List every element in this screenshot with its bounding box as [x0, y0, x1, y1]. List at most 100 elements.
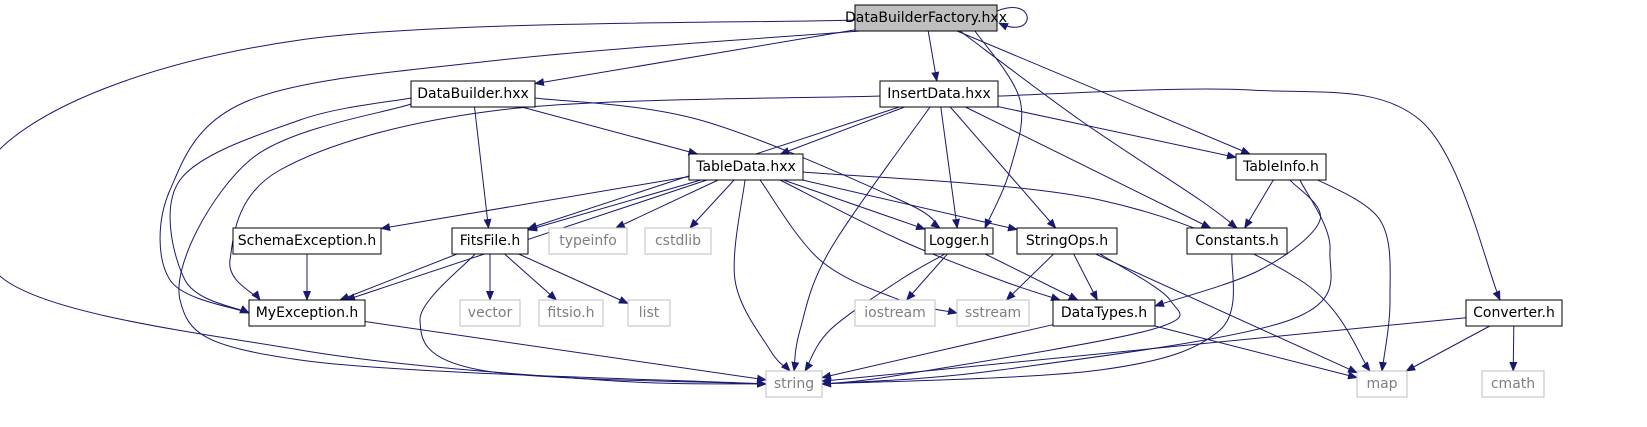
node-box-insertdata [879, 80, 999, 108]
edge-databuilder-to-myexception [169, 97, 412, 314]
node-sstream: sstream [956, 299, 1030, 327]
node-box-cmath [1481, 370, 1545, 398]
node-label-fitsfile: FitsFile.h [460, 233, 520, 249]
node-box-string [765, 370, 823, 398]
node-label-stringops: StringOps.h [1026, 233, 1108, 249]
node-tabledata[interactable]: TableData.hxx [688, 153, 804, 181]
edge-databuilderfactory-to-myexception [159, 30, 861, 314]
node-label-list: list [639, 305, 660, 321]
node-label-databuilderfactory: DataBuilderFactory.hxx [845, 10, 1007, 26]
node-box-databuilderfactory [854, 4, 998, 32]
node-label-cstdlib: cstdlib [655, 233, 701, 249]
edges-layer [0, 7, 1518, 388]
node-databuilder[interactable]: DataBuilder.hxx [410, 80, 536, 108]
node-datatypes[interactable]: DataTypes.h [1052, 299, 1156, 327]
node-insertdata[interactable]: InsertData.hxx [879, 80, 999, 108]
node-list: list [627, 299, 671, 327]
edge-tableinfo-to-datatypes [1154, 179, 1321, 307]
node-box-constants [1186, 227, 1288, 255]
edge-converter-to-string [821, 317, 1467, 385]
edge-tableinfo-to-string [821, 179, 1332, 388]
node-vector: vector [459, 299, 521, 327]
node-label-typeinfo: typeinfo [559, 233, 617, 249]
node-box-myexception [248, 299, 366, 327]
node-stringops[interactable]: StringOps.h [1016, 227, 1118, 255]
node-box-logger [924, 227, 994, 255]
node-myexception[interactable]: MyException.h [248, 299, 366, 327]
node-tableinfo[interactable]: TableInfo.h [1235, 153, 1327, 181]
edge-myexception-to-string [364, 321, 767, 383]
edge-databuilderfactory-to-databuilder [534, 29, 856, 87]
edge-fitsfile-to-fitsio [504, 253, 558, 301]
edge-tabledata-to-fitsfile [527, 179, 702, 232]
edge-tabledata-to-string [733, 179, 791, 372]
node-box-sstream [956, 299, 1030, 327]
edge-insertdata-to-tableinfo [997, 106, 1237, 160]
edge-databuilder-to-fitsfile [474, 106, 492, 229]
edge-databuilderfactory-to-tableinfo [956, 30, 1251, 155]
node-box-typeinfo [548, 227, 628, 255]
edge-insertdata-to-string [791, 106, 931, 372]
node-label-map: map [1366, 376, 1397, 392]
node-constants[interactable]: Constants.h [1186, 227, 1288, 255]
edge-tabledata-to-schemaexception [380, 176, 690, 231]
node-schemaexception[interactable]: SchemaException.h [232, 227, 382, 255]
node-map: map [1356, 370, 1408, 398]
node-box-fitsio [538, 299, 604, 327]
edge-tabledata-to-stringops [802, 179, 1018, 232]
edge-insertdata-to-constants [965, 106, 1212, 229]
node-converter[interactable]: Converter.h [1465, 299, 1563, 327]
edge-insertdata-to-myexception [229, 95, 881, 301]
node-box-map [1356, 370, 1408, 398]
node-label-tableinfo: TableInfo.h [1242, 159, 1319, 175]
node-fitsio: fitsio.h [538, 299, 604, 327]
edge-datatypes-to-map [1154, 325, 1358, 380]
node-label-constants: Constants.h [1195, 233, 1279, 249]
node-label-myexception: MyException.h [256, 305, 359, 321]
edge-tabledata-to-datatypes [779, 179, 1061, 301]
node-label-tabledata: TableData.hxx [695, 159, 796, 175]
node-fitsfile[interactable]: FitsFile.h [451, 227, 529, 255]
edge-tableinfo-to-constants [1244, 179, 1274, 229]
edge-converter-to-cmath [1509, 325, 1518, 372]
edge-insertdata-to-converter [997, 88, 1501, 301]
node-label-datatypes: DataTypes.h [1061, 305, 1147, 321]
edge-databuilder-to-logger [534, 97, 941, 229]
edge-tabledata-to-typeinfo [614, 179, 719, 229]
node-label-vector: vector [468, 305, 513, 321]
edge-tabledata-to-map [802, 171, 1371, 372]
node-label-logger: Logger.h [929, 233, 989, 249]
node-box-stringops [1016, 227, 1118, 255]
node-label-sstream: sstream [965, 305, 1021, 321]
node-box-databuilder [410, 80, 536, 108]
node-box-vector [459, 299, 521, 327]
edge-databuilder-to-tabledata [521, 106, 699, 156]
edge-fitsfile-to-myexception [339, 253, 458, 301]
edge-datatypes-to-string [821, 324, 1054, 380]
node-box-datatypes [1052, 299, 1156, 327]
edge-logger-to-datatypes [984, 253, 1079, 301]
node-cmath: cmath [1481, 370, 1545, 398]
edge-insertdata-to-tabledata [779, 106, 905, 155]
node-logger[interactable]: Logger.h [924, 227, 994, 255]
node-box-converter [1465, 299, 1563, 327]
edge-stringops-to-map [1095, 253, 1358, 374]
node-box-list [627, 299, 671, 327]
node-label-databuilder: DataBuilder.hxx [417, 86, 529, 102]
edge-databuilderfactory-to-constants [959, 30, 1238, 229]
edge-insertdata-to-stringops [949, 106, 1057, 229]
node-label-string: string [774, 376, 814, 392]
edge-fitsfile-to-list [518, 253, 629, 304]
node-typeinfo: typeinfo [548, 227, 628, 255]
edge-constants-to-string [821, 253, 1234, 388]
node-label-cmath: cmath [1491, 376, 1535, 392]
edge-converter-to-map [1405, 325, 1491, 372]
node-label-insertdata: InsertData.hxx [887, 86, 990, 102]
edge-stringops-to-sstream [1005, 253, 1054, 301]
node-string: string [765, 370, 823, 398]
node-label-schemaexception: SchemaException.h [238, 233, 377, 249]
node-databuilderfactory[interactable]: DataBuilderFactory.hxx [845, 4, 1007, 32]
edge-tabledata-to-cstdlib [689, 179, 735, 229]
